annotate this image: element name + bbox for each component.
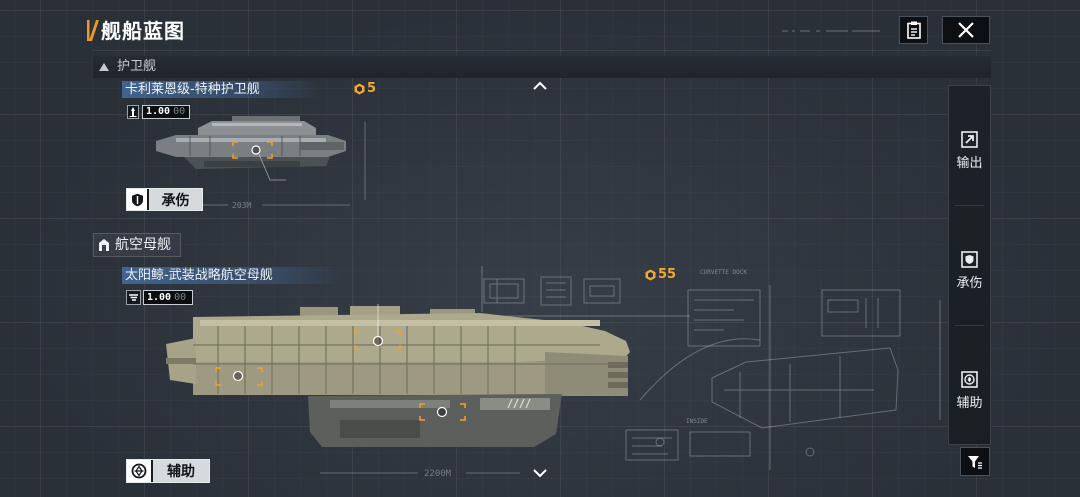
ship-name-carrier: 太阳鲸-武装战略航空母舰 <box>125 268 273 283</box>
ship-name-highlight <box>122 81 322 98</box>
close-icon <box>958 22 974 38</box>
filter-item-output[interactable]: 输出 <box>949 86 990 206</box>
cost-value-frigate: 5 <box>367 81 377 96</box>
filter-label-tank: 承伤 <box>956 276 983 291</box>
inside-label: INSIDE <box>686 418 708 425</box>
header-decoration <box>782 30 880 32</box>
role-label-carrier: 辅助 <box>167 464 195 480</box>
stat-suffix-carrier: 00 <box>174 291 187 303</box>
cost-badge-frigate: 5 <box>354 82 376 96</box>
support-icon <box>961 371 978 388</box>
dock-label: CORVETTE DOCK <box>700 269 747 276</box>
filter-icon <box>968 455 982 469</box>
cost-badge-carrier: 55 <box>645 268 676 282</box>
role-label-frigate: 承伤 <box>161 192 190 209</box>
collapse-triangle-icon <box>99 63 109 71</box>
role-tag-frigate: 承伤 <box>126 188 203 211</box>
role-icon-box <box>127 460 153 482</box>
filter-label-output: 输出 <box>956 156 983 171</box>
filter-label-support: 辅助 <box>956 396 983 411</box>
stat-suffix-frigate: 00 <box>173 106 186 117</box>
carrier-length-label: 2200M <box>424 469 452 479</box>
close-button[interactable] <box>942 16 990 44</box>
frigate-ship-image[interactable] <box>156 116 346 181</box>
blueprint-schematics <box>175 122 941 474</box>
support-icon <box>131 463 147 479</box>
category-label-frigate: 护卫舰 <box>117 59 157 74</box>
role-tag-carrier: 辅助 <box>126 459 210 483</box>
arrow-out-icon <box>961 131 978 148</box>
category-bar-carrier[interactable]: 航空母舰 <box>93 233 181 257</box>
chevron-up-icon[interactable] <box>532 81 548 91</box>
stat-icon-box-frigate <box>127 105 139 119</box>
ship-name-frigate: 卡利莱恩级-特种护卫舰 <box>125 82 260 97</box>
category-bar-frigate[interactable]: 护卫舰 <box>93 55 991 78</box>
stat-value-carrier: 1.00 <box>147 291 172 303</box>
stat-readout-frigate: 1.00 00 <box>142 105 190 119</box>
category-label-carrier: 航空母舰 <box>115 237 171 253</box>
wings-icon <box>129 294 138 301</box>
shield-icon <box>961 251 978 268</box>
clipboard-list-icon <box>906 21 921 39</box>
cost-hex-icon <box>645 269 656 281</box>
stat-readout-carrier: 1.00 00 <box>143 290 193 305</box>
frigate-length-label: 203M <box>232 201 251 210</box>
ship-name-highlight <box>122 267 342 284</box>
panel-divider <box>955 205 984 206</box>
shield-icon <box>131 193 143 206</box>
role-filter-panel: 输出 承伤 辅助 <box>948 85 991 445</box>
role-icon-box <box>127 189 149 210</box>
page-title: 舰船蓝图 <box>101 19 185 43</box>
header-divider <box>93 50 991 51</box>
blueprint-list-button[interactable] <box>899 16 928 44</box>
cost-value-carrier: 55 <box>658 267 677 282</box>
title-accent-icon <box>87 20 99 41</box>
stat-icon-box-carrier <box>126 290 141 305</box>
filter-item-support[interactable]: 辅助 <box>949 326 990 446</box>
carrier-ship-image[interactable] <box>166 304 630 447</box>
stat-value-frigate: 1.00 <box>146 106 171 117</box>
filter-item-tank[interactable]: 承伤 <box>949 206 990 326</box>
tower-icon <box>129 107 137 117</box>
panel-divider <box>955 325 984 326</box>
cost-hex-icon <box>354 83 365 95</box>
filter-button[interactable] <box>960 447 990 476</box>
carrier-category-icon <box>99 239 109 251</box>
chevron-down-icon[interactable] <box>532 468 548 478</box>
